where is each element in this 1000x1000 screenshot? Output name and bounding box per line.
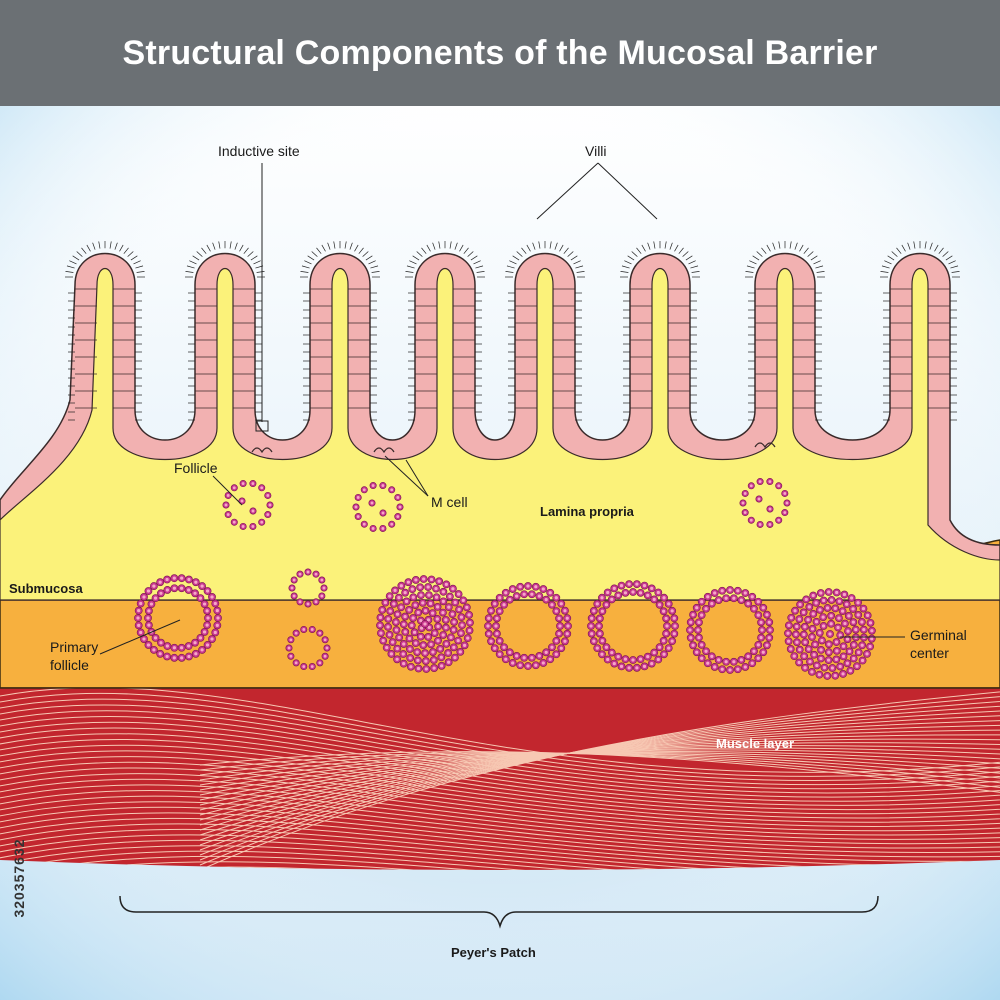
mucosal-barrier-diagram: Inductive site Villi Follicle M cell Lam… [0,106,1000,1000]
peyers-follicle-1 [376,575,474,673]
label-follicle: Follicle [174,460,218,476]
villus [880,241,960,421]
m-cell-notch [373,447,395,454]
label-primary-follicle-1: Primary [50,639,98,655]
leader-m-cell-b [405,459,429,497]
villus [620,241,700,421]
m-cell-notch [251,447,273,454]
label-submucosa: Submucosa [9,581,83,596]
follicle-small [352,482,404,532]
peyers-follicle-4-inner [694,594,766,666]
villus [185,241,265,421]
peyers-follicle-4 [686,586,774,674]
peyers-patch-brace [119,895,879,929]
follicle-small [739,478,791,528]
label-primary-follicle-2: follicle [50,657,89,673]
label-m-cell: M cell [431,494,468,510]
leader-follicle [212,475,243,506]
peyers-follicle-3 [587,580,679,672]
peyers-follicle-2-inner [492,590,564,662]
germinal-center-follicle [784,588,876,680]
primary-follicle [134,574,222,662]
primary-follicle-inner [144,584,212,652]
muscle-layer [0,687,1000,870]
stock-id-text: 320357632 [11,838,27,918]
villus [65,241,145,421]
peyers-follicle-2 [484,582,572,670]
peyers-follicle-3-inner [595,588,671,664]
label-inductive-site: Inductive site [218,143,300,159]
leader-lines [99,162,905,655]
label-lamina-propria: Lamina propria [540,504,635,519]
leader-m-cell-a [384,455,429,497]
villus [300,241,380,421]
follicle-small-upper [288,568,328,608]
follicle-small-lower [285,625,331,671]
leader-villi-right [597,162,658,220]
villus [505,241,585,421]
label-peyers-patch: Peyer's Patch [451,945,536,960]
inductive-site-marker [255,420,269,432]
label-germinal-center-1: Germinal [910,627,967,643]
follicles [134,478,876,680]
page-title: Structural Components of the Mucosal Bar… [122,33,878,72]
label-muscle-layer: Muscle layer [716,736,794,751]
leader-villi-left [536,162,599,220]
title-bar: Structural Components of the Mucosal Bar… [0,0,1000,106]
label-villi: Villi [585,143,607,159]
villus [405,241,485,421]
leader-primary-follicle [99,619,181,655]
label-germinal-center-2: center [910,645,949,661]
villus [745,241,825,421]
m-cell-notch [754,442,776,449]
stock-id: 320357632 [8,760,30,1000]
follicle-small [222,480,274,530]
